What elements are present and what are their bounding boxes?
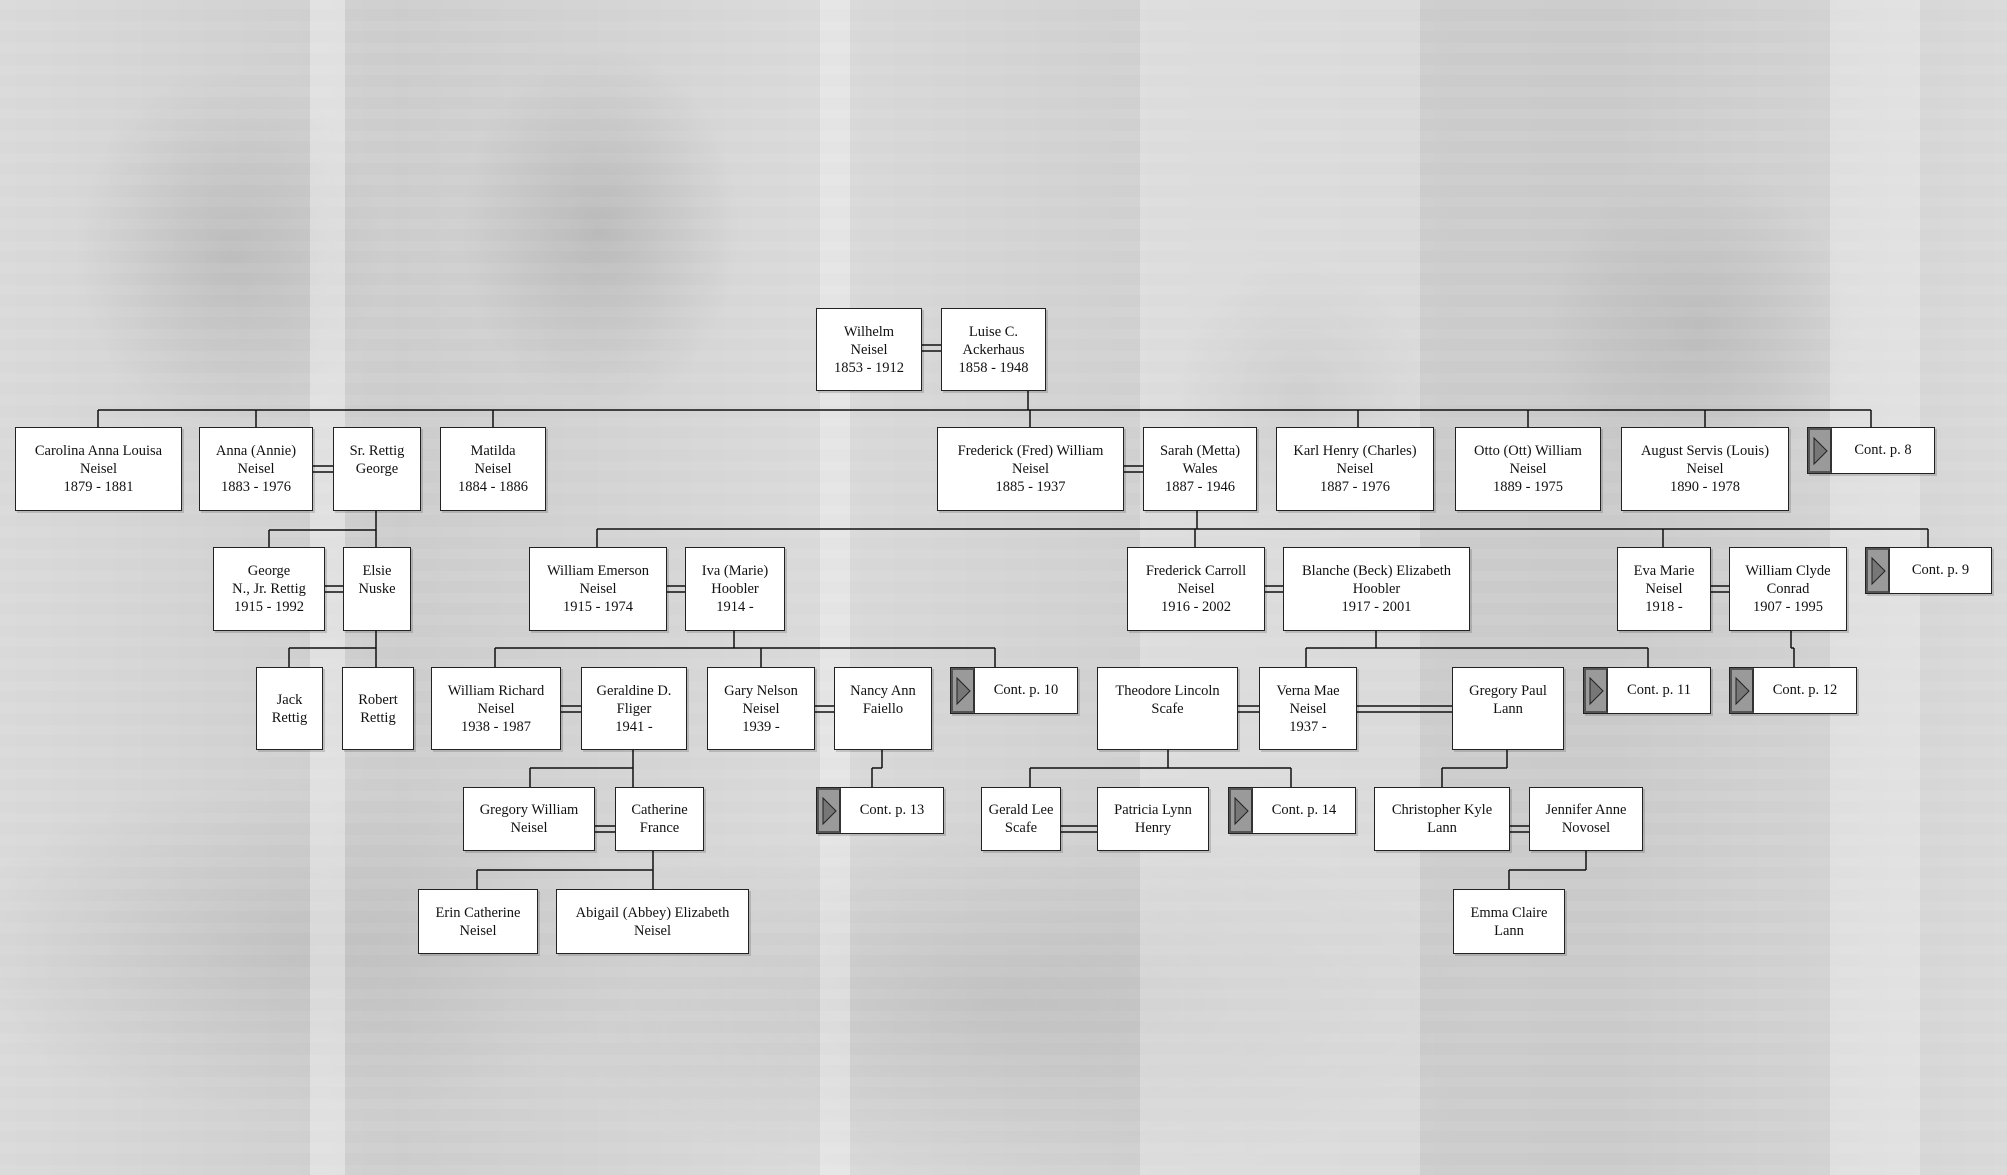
person-luise[interactable]: Luise C. Ackerhaus 1858 - 1948 [941, 308, 1046, 391]
person-name: Carolina Anna Louisa Neisel 1879 - 1881 [34, 443, 163, 495]
person-george-jr[interactable]: George N., Jr. Rettig 1915 - 1992 [213, 547, 325, 631]
continuation-p11[interactable]: Cont. p. 11 [1583, 667, 1711, 714]
person-name: Verna Mae Neisel 1937 - [1276, 682, 1340, 735]
person-name: Gregory William Neisel [479, 802, 579, 836]
person-name: Luise C. Ackerhaus 1858 - 1948 [958, 323, 1029, 376]
person-wilhelm[interactable]: Wilhelm Neisel 1853 - 1912 [816, 308, 922, 391]
person-abigail[interactable]: Abigail (Abbey) Elizabeth Neisel [556, 889, 749, 954]
person-name: Abigail (Abbey) Elizabeth Neisel [575, 904, 730, 939]
person-name: Matilda Neisel 1884 - 1886 [457, 443, 529, 495]
triangle-right-icon [1584, 668, 1608, 713]
person-gary[interactable]: Gary Nelson Neisel 1939 - [707, 667, 815, 750]
person-name: William Richard Neisel 1938 - 1987 [447, 682, 545, 735]
person-name: Eva Marie Neisel 1918 - [1633, 563, 1695, 615]
person-gregory-william[interactable]: Gregory William Neisel [463, 787, 595, 851]
person-name: Nancy Ann Faiello [850, 683, 916, 717]
person-iva[interactable]: Iva (Marie) Hoobler 1914 - [685, 547, 785, 631]
person-verna[interactable]: Verna Mae Neisel 1937 - [1259, 667, 1357, 750]
person-name: Jack Rettig [271, 691, 308, 726]
person-name: Patricia Lynn Henry [1114, 802, 1192, 836]
person-anna[interactable]: Anna (Annie) Neisel 1883 - 1976 [199, 427, 313, 511]
person-name: Iva (Marie) Hoobler 1914 - [701, 563, 769, 615]
person-sarah[interactable]: Sarah (Metta) Wales 1887 - 1946 [1143, 427, 1257, 511]
person-name: Wilhelm Neisel 1853 - 1912 [833, 323, 905, 376]
triangle-right-icon [1866, 548, 1890, 593]
person-name: Christopher Kyle Lann [1391, 802, 1493, 836]
person-william-emerson[interactable]: William Emerson Neisel 1915 - 1974 [529, 547, 667, 631]
person-name: William Clyde Conrad 1907 - 1995 [1745, 563, 1831, 615]
person-christopher[interactable]: Christopher Kyle Lann [1374, 787, 1510, 851]
person-patricia[interactable]: Patricia Lynn Henry [1097, 787, 1209, 851]
continuation-p12[interactable]: Cont. p. 12 [1729, 667, 1857, 714]
continuation-p10[interactable]: Cont. p. 10 [950, 667, 1078, 714]
person-frederick-carroll[interactable]: Frederick Carroll Neisel 1916 - 2002 [1127, 547, 1265, 631]
person-august[interactable]: August Servis (Louis) Neisel 1890 - 1978 [1621, 427, 1789, 511]
person-william-clyde[interactable]: William Clyde Conrad 1907 - 1995 [1729, 547, 1847, 631]
person-name: Gary Nelson Neisel 1939 - [724, 682, 798, 735]
person-name: Catherine France [631, 802, 688, 836]
person-name: George N., Jr. Rettig 1915 - 1992 [232, 563, 306, 615]
person-name: Anna (Annie) Neisel 1883 - 1976 [215, 443, 297, 495]
continuation-p14[interactable]: Cont. p. 14 [1228, 787, 1356, 834]
triangle-right-icon [1229, 788, 1253, 833]
person-carolina[interactable]: Carolina Anna Louisa Neisel 1879 - 1881 [15, 427, 182, 511]
person-name: Frederick (Fred) William Neisel 1885 - 1… [957, 443, 1104, 495]
person-name: Sr. Rettig George [349, 443, 405, 477]
person-name: Geraldine D. Fliger 1941 - [596, 682, 672, 735]
continuation-label: Cont. p. 13 [859, 802, 925, 818]
person-blanche[interactable]: Blanche (Beck) Elizabeth Hoobler 1917 - … [1283, 547, 1470, 631]
person-robert[interactable]: Robert Rettig [342, 667, 414, 750]
person-elsie[interactable]: Elsie Nuske [343, 547, 411, 631]
continuation-label: Cont. p. 11 [1627, 682, 1691, 698]
person-karl[interactable]: Karl Henry (Charles) Neisel 1887 - 1976 [1276, 427, 1434, 511]
continuation-p9[interactable]: Cont. p. 9 [1865, 547, 1992, 594]
triangle-right-icon [1808, 428, 1832, 473]
continuation-label: Cont. p. 12 [1772, 682, 1838, 698]
triangle-right-icon [817, 788, 841, 833]
person-name: Blanche (Beck) Elizabeth Hoobler 1917 - … [1302, 563, 1451, 615]
person-name: Gregory Paul Lann [1469, 683, 1547, 717]
person-name: Sarah (Metta) Wales 1887 - 1946 [1159, 443, 1241, 495]
person-name: Emma Claire Lann [1470, 904, 1548, 939]
triangle-right-icon [1730, 668, 1754, 713]
person-name: Otto (Ott) William Neisel 1889 - 1975 [1474, 443, 1582, 495]
person-theodore[interactable]: Theodore Lincoln Scafe [1097, 667, 1238, 750]
person-name: Elsie Nuske [358, 563, 396, 597]
person-jack[interactable]: Jack Rettig [256, 667, 323, 750]
person-name: Gerald Lee Scafe [988, 802, 1054, 836]
person-name: Frederick Carroll Neisel 1916 - 2002 [1145, 563, 1247, 615]
person-erin[interactable]: Erin Catherine Neisel [418, 889, 538, 954]
person-frederick[interactable]: Frederick (Fred) William Neisel 1885 - 1… [937, 427, 1124, 511]
person-gerald[interactable]: Gerald Lee Scafe [981, 787, 1061, 851]
person-eva[interactable]: Eva Marie Neisel 1918 - [1617, 547, 1711, 631]
person-otto[interactable]: Otto (Ott) William Neisel 1889 - 1975 [1455, 427, 1601, 511]
continuation-label: Cont. p. 14 [1271, 802, 1337, 818]
person-emma[interactable]: Emma Claire Lann [1453, 889, 1565, 954]
person-geraldine[interactable]: Geraldine D. Fliger 1941 - [581, 667, 687, 750]
continuation-label: Cont. p. 10 [993, 682, 1059, 698]
continuation-p8[interactable]: Cont. p. 8 [1807, 427, 1935, 474]
person-jennifer[interactable]: Jennifer Anne Novosel [1529, 787, 1643, 851]
person-nancy[interactable]: Nancy Ann Faiello [834, 667, 932, 750]
continuation-label: Cont. p. 8 [1854, 442, 1912, 458]
person-rettig-sr[interactable]: Sr. Rettig George [333, 427, 421, 511]
person-name: Erin Catherine Neisel [435, 904, 521, 939]
triangle-right-icon [951, 668, 975, 713]
person-name: William Emerson Neisel 1915 - 1974 [546, 563, 650, 615]
person-william-richard[interactable]: William Richard Neisel 1938 - 1987 [431, 667, 561, 750]
person-name: Jennifer Anne Novosel [1545, 802, 1627, 836]
person-name: Robert Rettig [358, 691, 398, 726]
continuation-p13[interactable]: Cont. p. 13 [816, 787, 944, 834]
person-name: Theodore Lincoln Scafe [1115, 683, 1220, 717]
person-gregory-paul[interactable]: Gregory Paul Lann [1452, 667, 1564, 750]
continuation-label: Cont. p. 9 [1911, 562, 1970, 578]
person-name: August Servis (Louis) Neisel 1890 - 1978 [1640, 443, 1770, 495]
person-catherine[interactable]: Catherine France [615, 787, 704, 851]
person-matilda[interactable]: Matilda Neisel 1884 - 1886 [440, 427, 546, 511]
person-name: Karl Henry (Charles) Neisel 1887 - 1976 [1293, 443, 1417, 495]
